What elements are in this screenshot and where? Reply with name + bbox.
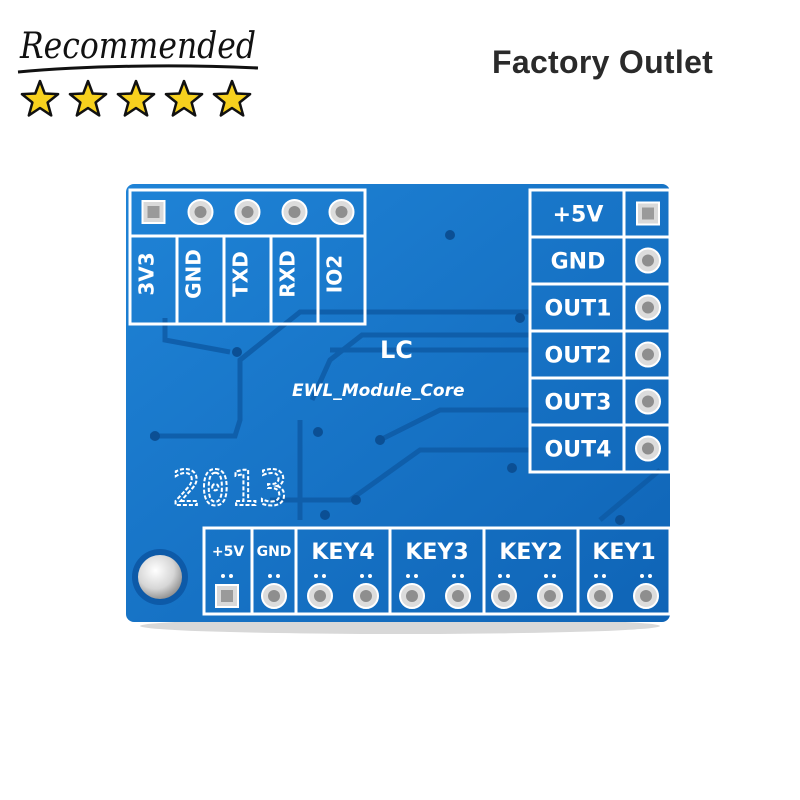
mounting-hole-inner [138, 555, 182, 599]
pin-marker-dot [322, 574, 326, 578]
pin-hole [642, 301, 654, 314]
star-icon [116, 79, 156, 117]
pin-marker-dot [268, 574, 272, 578]
pin-hole [452, 590, 464, 602]
pin-hole [642, 207, 654, 220]
right-pin-label: OUT3 [545, 391, 612, 416]
bottom-pin-label: +5V [212, 544, 244, 560]
pin-marker-dot [314, 574, 318, 578]
module-name: EWL_Module_Core [292, 381, 465, 401]
pin-marker-dot [594, 574, 598, 578]
pin-marker-dot [552, 574, 556, 578]
top-pin-label: TXD [229, 251, 253, 297]
pin-hole [241, 206, 254, 218]
pin-marker-dot [414, 574, 418, 578]
right-pin-label: OUT1 [545, 297, 612, 322]
pin-hole [642, 442, 654, 455]
pin-hole [288, 206, 301, 218]
bottom-pin-label: GND [257, 544, 292, 560]
bottom-pin-label: KEY2 [499, 540, 562, 565]
star-icon [68, 79, 108, 117]
pin-hole [544, 590, 556, 602]
top-pin-label: 3V3 [135, 252, 159, 295]
pin-marker-dot [640, 574, 644, 578]
right-pin-label: OUT4 [545, 438, 612, 463]
bottom-pin-label: KEY1 [592, 540, 655, 565]
pin-marker-dot [276, 574, 280, 578]
pin-marker-dot [460, 574, 464, 578]
pin-hole [642, 395, 654, 408]
right-pin-label: +5V [553, 203, 604, 228]
logo-lc: LC [380, 336, 413, 364]
pin-marker-dot [360, 574, 364, 578]
vias [150, 230, 625, 525]
pin-hole [594, 590, 606, 602]
pin-hole [268, 590, 280, 602]
pin-marker-dot [368, 574, 372, 578]
pin-hole [642, 254, 654, 267]
star-icon [212, 79, 252, 117]
factory-outlet-text: Factory Outlet [492, 44, 714, 80]
pin-hole [314, 590, 326, 602]
pin-marker-dot [229, 574, 233, 578]
pin-hole [642, 348, 654, 361]
star-icon [20, 79, 60, 117]
right-pin-label: GND [551, 250, 606, 275]
top-pin-label: RXD [276, 250, 300, 297]
top-pin-header: 3V3 GND TXD RXD IO2 [128, 188, 367, 326]
right-pin-label: OUT2 [545, 344, 612, 369]
board-body [126, 184, 670, 622]
pin-hole [640, 590, 652, 602]
pin-marker-dot [602, 574, 606, 578]
pin-hole [360, 590, 372, 602]
star-icon [164, 79, 204, 117]
pin-marker-dot [498, 574, 502, 578]
top-pin-label: GND [182, 249, 206, 299]
top-pin-label: IO2 [323, 255, 347, 293]
pin-marker-dot [406, 574, 410, 578]
bottom-pin-label: KEY4 [311, 540, 374, 565]
pin-hole [335, 206, 348, 218]
underline-stroke [17, 64, 259, 74]
pin-marker-dot [544, 574, 548, 578]
pin-hole [221, 590, 233, 602]
pin-marker-dot [452, 574, 456, 578]
pin-hole [147, 206, 160, 218]
pin-hole [406, 590, 418, 602]
pin-marker-dot [648, 574, 652, 578]
bottom-pin-header: +5V GND KEY4 KEY3 KEY2 KEY1 [202, 526, 672, 616]
bottom-pin-label: KEY3 [405, 540, 468, 565]
year-text: 2013 [172, 461, 288, 517]
recommended-badge: Recommended [17, 26, 259, 117]
pin-hole [194, 206, 207, 218]
traces [150, 309, 662, 522]
pin-marker-dot [221, 574, 225, 578]
pin-hole [498, 590, 510, 602]
pin-marker-dot [506, 574, 510, 578]
recommended-text: Recommended [19, 26, 256, 67]
